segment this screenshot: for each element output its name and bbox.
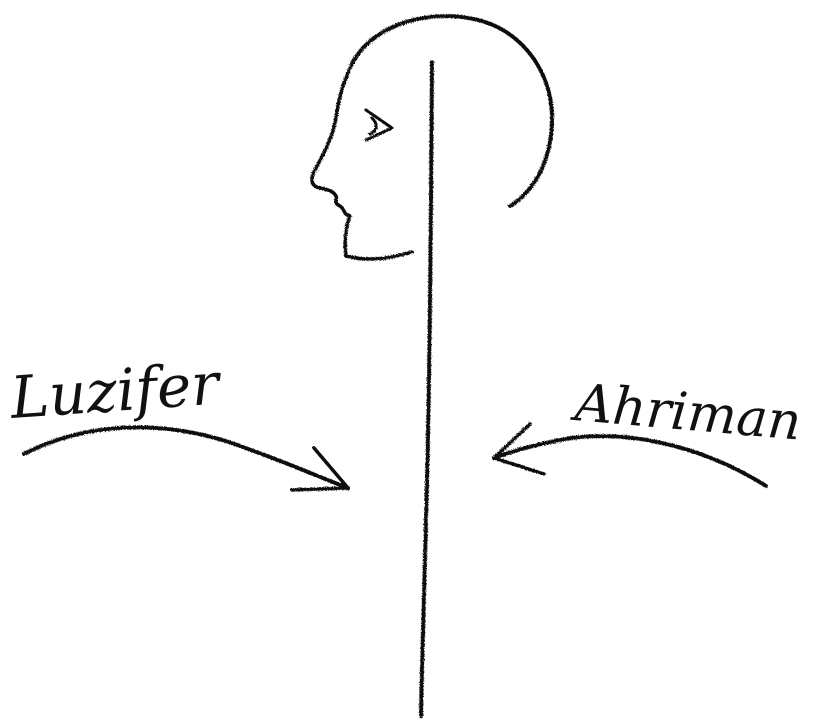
label-ahriman: Ahriman — [569, 373, 804, 453]
eye-icon — [366, 110, 392, 140]
label-luzifer: Luzifer — [7, 349, 224, 432]
head-skull-arc — [352, 16, 552, 206]
central-vertical-line — [421, 62, 432, 716]
luzifer-arrow-shaft — [24, 427, 348, 488]
face-profile — [312, 64, 412, 259]
